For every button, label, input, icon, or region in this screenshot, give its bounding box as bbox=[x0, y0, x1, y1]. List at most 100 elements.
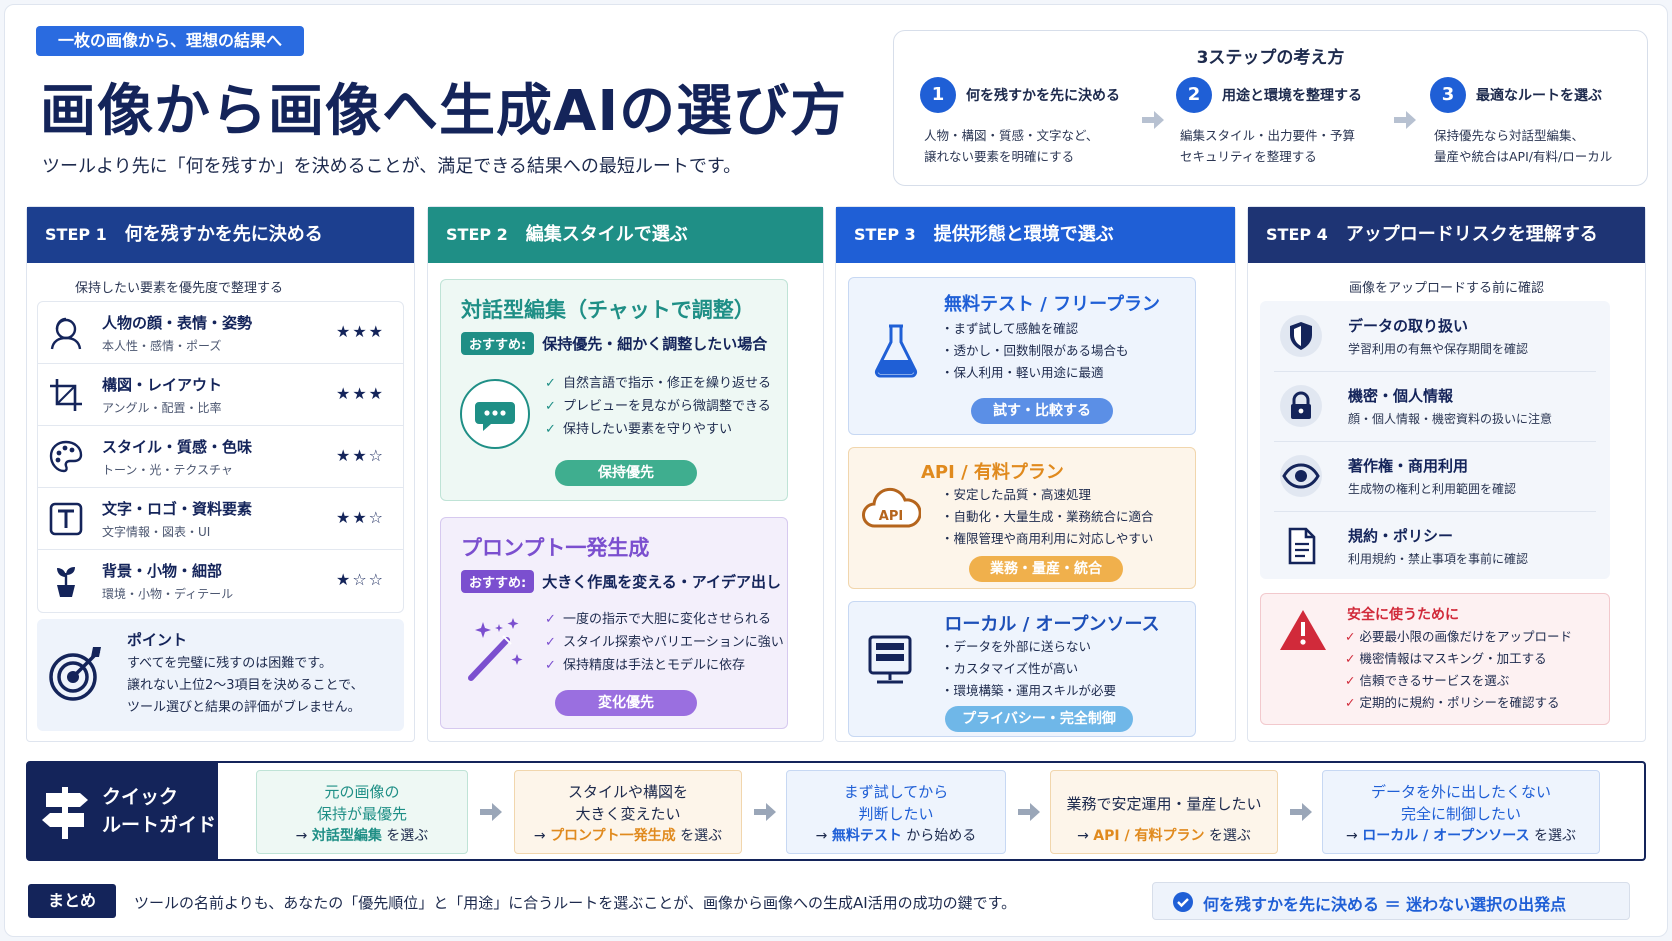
quick-route-guide: クイックルートガイド 元の画像の保持が最優先 → 対話型編集 を選ぶ スタイルや… bbox=[26, 761, 1646, 861]
card-title: 対話型編集（チャットで調整） bbox=[461, 298, 755, 322]
summary-highlight: 何を残すかを先に決める ＝ 迷わない選択の出発点 bbox=[1152, 882, 1630, 920]
list-item: ✓定期的に規約・ポリシーを確認する bbox=[1345, 695, 1560, 710]
safety-title: 安全に使うために bbox=[1347, 607, 1459, 623]
signpost-icon bbox=[42, 787, 88, 839]
list-item: ✓スタイル探索やバリエーションに強い bbox=[545, 635, 784, 650]
arrow-right-icon bbox=[1142, 111, 1164, 129]
list-item: カスタマイズ性が高い bbox=[941, 658, 1116, 680]
person-face-icon bbox=[50, 317, 82, 350]
list-item: ✓プレビューを見ながら微調整できる bbox=[545, 399, 771, 414]
step-label: 何を残すかを先に決める bbox=[966, 88, 1120, 104]
list-item: 機密・個人情報 顔・個人情報・機密資料の扱いに注意 bbox=[1260, 371, 1610, 441]
list-item: ✓一度の指示で大胆に変化させられる bbox=[545, 612, 772, 627]
step-label: 用途と環境を整理する bbox=[1222, 88, 1362, 104]
list-item: 自動化・大量生成・業務統合に適合 bbox=[941, 506, 1154, 528]
prompt-card: プロンプト一発生成 おすすめ: 大きく作風を変える・アイデア出し ✓一度の指示で… bbox=[440, 517, 788, 729]
summary-text: ツールの名前よりも、あなたの「優先順位」と「用途」に合うルートを選ぶことが、画像… bbox=[134, 894, 1017, 912]
list-item: 安定した品質・高速処理 bbox=[941, 484, 1154, 506]
svg-text:API: API bbox=[879, 509, 903, 524]
style-pill: 変化優先 bbox=[555, 690, 697, 716]
safety-box: 安全に使うために ✓必要最小限の画像だけをアップロード ✓機密情報はマスキング・… bbox=[1260, 593, 1610, 725]
feature-checklist: ✓一度の指示で大胆に変化させられる ✓スタイル探索やバリエーションに強い ✓保持… bbox=[545, 608, 784, 677]
three-step-item-3: 3 最適なルートを選ぶ 保持優先なら対話型編集、量産や統合はAPI/有料/ローカ… bbox=[1430, 77, 1660, 167]
list-item: データを外部に送らない bbox=[941, 636, 1116, 658]
priority-list: 人物の顔・表情・姿勢 本人性・感情・ポーズ ★★★ 構図・レイアウト アングル・… bbox=[37, 301, 404, 613]
card-title: 無料テスト / フリープラン bbox=[943, 294, 1161, 315]
lock-icon bbox=[1280, 385, 1322, 427]
divider bbox=[1274, 441, 1596, 442]
list-item: ✓保持精度は手法とモデルに依存 bbox=[545, 658, 746, 673]
card-title: API / 有料プラン bbox=[921, 462, 1064, 483]
target-icon bbox=[49, 647, 101, 701]
feature-list: まず試して感触を確認 透かし・回数制限がある場合も 保人利用・軽い用途に最適 bbox=[941, 318, 1129, 384]
list-item: 文字・ロゴ・資料要素 文字情報・図表・UI ★★☆ bbox=[38, 488, 403, 550]
list-item: 透かし・回数制限がある場合も bbox=[941, 340, 1129, 362]
step4-subtitle: 画像をアップロードする前に確認 bbox=[1348, 281, 1544, 296]
step-number-badge: 2 bbox=[1176, 77, 1212, 113]
plan-pill: プライバシー・完全制御 bbox=[945, 706, 1133, 732]
recommendation: おすすめ: 大きく作風を変える・アイデア出し bbox=[461, 570, 781, 593]
arrow-right-icon bbox=[1394, 111, 1416, 129]
quick-guide-title-line2: ルートガイド bbox=[102, 814, 217, 836]
priority-stars: ★★★ bbox=[335, 384, 385, 403]
step1-subtitle: 保持したい要素を優先度で整理する bbox=[75, 281, 284, 296]
crop-icon bbox=[50, 379, 82, 411]
quick-guide-header: クイックルートガイド bbox=[28, 763, 218, 859]
api-cloud-icon: API bbox=[862, 487, 921, 528]
point-text: すべてを完璧に残すのは困難です。譲れない上位2〜3項目を決めることで、ツール選び… bbox=[127, 656, 364, 715]
arrow-right-icon bbox=[1018, 803, 1040, 821]
three-step-item-1: 1 何を残すかを先に決める 人物・構図・質感・文字など、譲れない要素を明確にする bbox=[920, 77, 1150, 167]
list-item: スタイル・質感・色味 トーン・光・テクスチャ ★★☆ bbox=[38, 426, 403, 488]
list-item: 環境構築・運用スキルが必要 bbox=[941, 680, 1117, 702]
list-item: 規約・ポリシー 利用規約・禁止事項を事前に確認 bbox=[1260, 511, 1610, 581]
server-icon bbox=[868, 635, 912, 684]
feature-list: データを外部に送らない カスタマイズ性が高い 環境構築・運用スキルが必要 bbox=[941, 636, 1117, 702]
free-plan-card: 無料テスト / フリープラン まず試して感触を確認 透かし・回数制限がある場合も… bbox=[848, 277, 1196, 435]
list-item: データの取り扱い 学習利用の有無や保存期間を確認 bbox=[1260, 301, 1610, 371]
divider bbox=[1274, 511, 1596, 512]
recommendation: おすすめ: 保持優先・細かく調整したい場合 bbox=[461, 332, 767, 355]
feature-checklist: ✓自然言語で指示・修正を繰り返せる ✓プレビューを見ながら微調整できる ✓保持し… bbox=[545, 372, 771, 441]
text-icon bbox=[49, 502, 83, 536]
list-item: 背景・小物・細部 環境・小物・ディテール ★☆☆ bbox=[38, 550, 403, 612]
list-item: 権限管理や商用利用に対応しやすい bbox=[941, 528, 1154, 550]
priority-stars: ★★☆ bbox=[335, 508, 385, 527]
route-item-local: データを外に出したくない完全に制御したい → ローカル / オープンソース を選… bbox=[1322, 770, 1600, 854]
priority-stars: ★★★ bbox=[335, 322, 385, 341]
eye-icon bbox=[1280, 455, 1322, 497]
step-label: 最適なルートを選ぶ bbox=[1476, 88, 1602, 104]
summary-tag: まとめ bbox=[28, 884, 116, 918]
priority-stars: ★☆☆ bbox=[335, 570, 385, 589]
list-item: ✓機密情報はマスキング・加工する bbox=[1345, 651, 1547, 666]
check-circle-icon bbox=[1173, 892, 1193, 912]
card-title: ローカル / オープンソース bbox=[944, 614, 1160, 635]
point-title: ポイント bbox=[127, 631, 188, 649]
three-step-title: 3ステップの考え方 bbox=[1196, 48, 1345, 68]
risk-list: データの取り扱い 学習利用の有無や保存期間を確認 機密・個人情報 顔・個人情報・… bbox=[1260, 301, 1610, 579]
step-number-badge: 1 bbox=[920, 77, 956, 113]
route-item-free: まず試してから判断したい → 無料テスト から始める bbox=[786, 770, 1006, 854]
list-item: ✓自然言語で指示・修正を繰り返せる bbox=[545, 376, 772, 391]
style-pill: 保持優先 bbox=[555, 460, 697, 486]
magic-wand-icon bbox=[468, 618, 523, 681]
plant-icon bbox=[57, 567, 75, 597]
page-subtitle: ツールより先に「何を残すか」を決めることが、満足できる結果への最短ルートです。 bbox=[42, 156, 742, 177]
local-plan-card: ローカル / オープンソース データを外部に送らない カスタマイズ性が高い 環境… bbox=[848, 601, 1196, 737]
list-item: 保人利用・軽い用途に最適 bbox=[941, 362, 1129, 384]
list-item: まず試して感触を確認 bbox=[941, 318, 1129, 340]
card-title: プロンプト一発生成 bbox=[461, 536, 650, 560]
arrow-right-icon bbox=[480, 803, 502, 821]
chat-edit-card: 対話型編集（チャットで調整） おすすめ: 保持優先・細かく調整したい場合 ✓自然… bbox=[440, 279, 788, 501]
list-item: ✓信頼できるサービスを選ぶ bbox=[1345, 673, 1510, 688]
three-step-item-2: 2 用途と環境を整理する 編集スタイル・出力要件・予算セキュリティを整理する bbox=[1176, 77, 1406, 167]
warning-icon bbox=[1280, 610, 1326, 650]
three-step-panel: 3ステップの考え方 1 何を残すかを先に決める 人物・構図・質感・文字など、譲れ… bbox=[893, 30, 1648, 186]
